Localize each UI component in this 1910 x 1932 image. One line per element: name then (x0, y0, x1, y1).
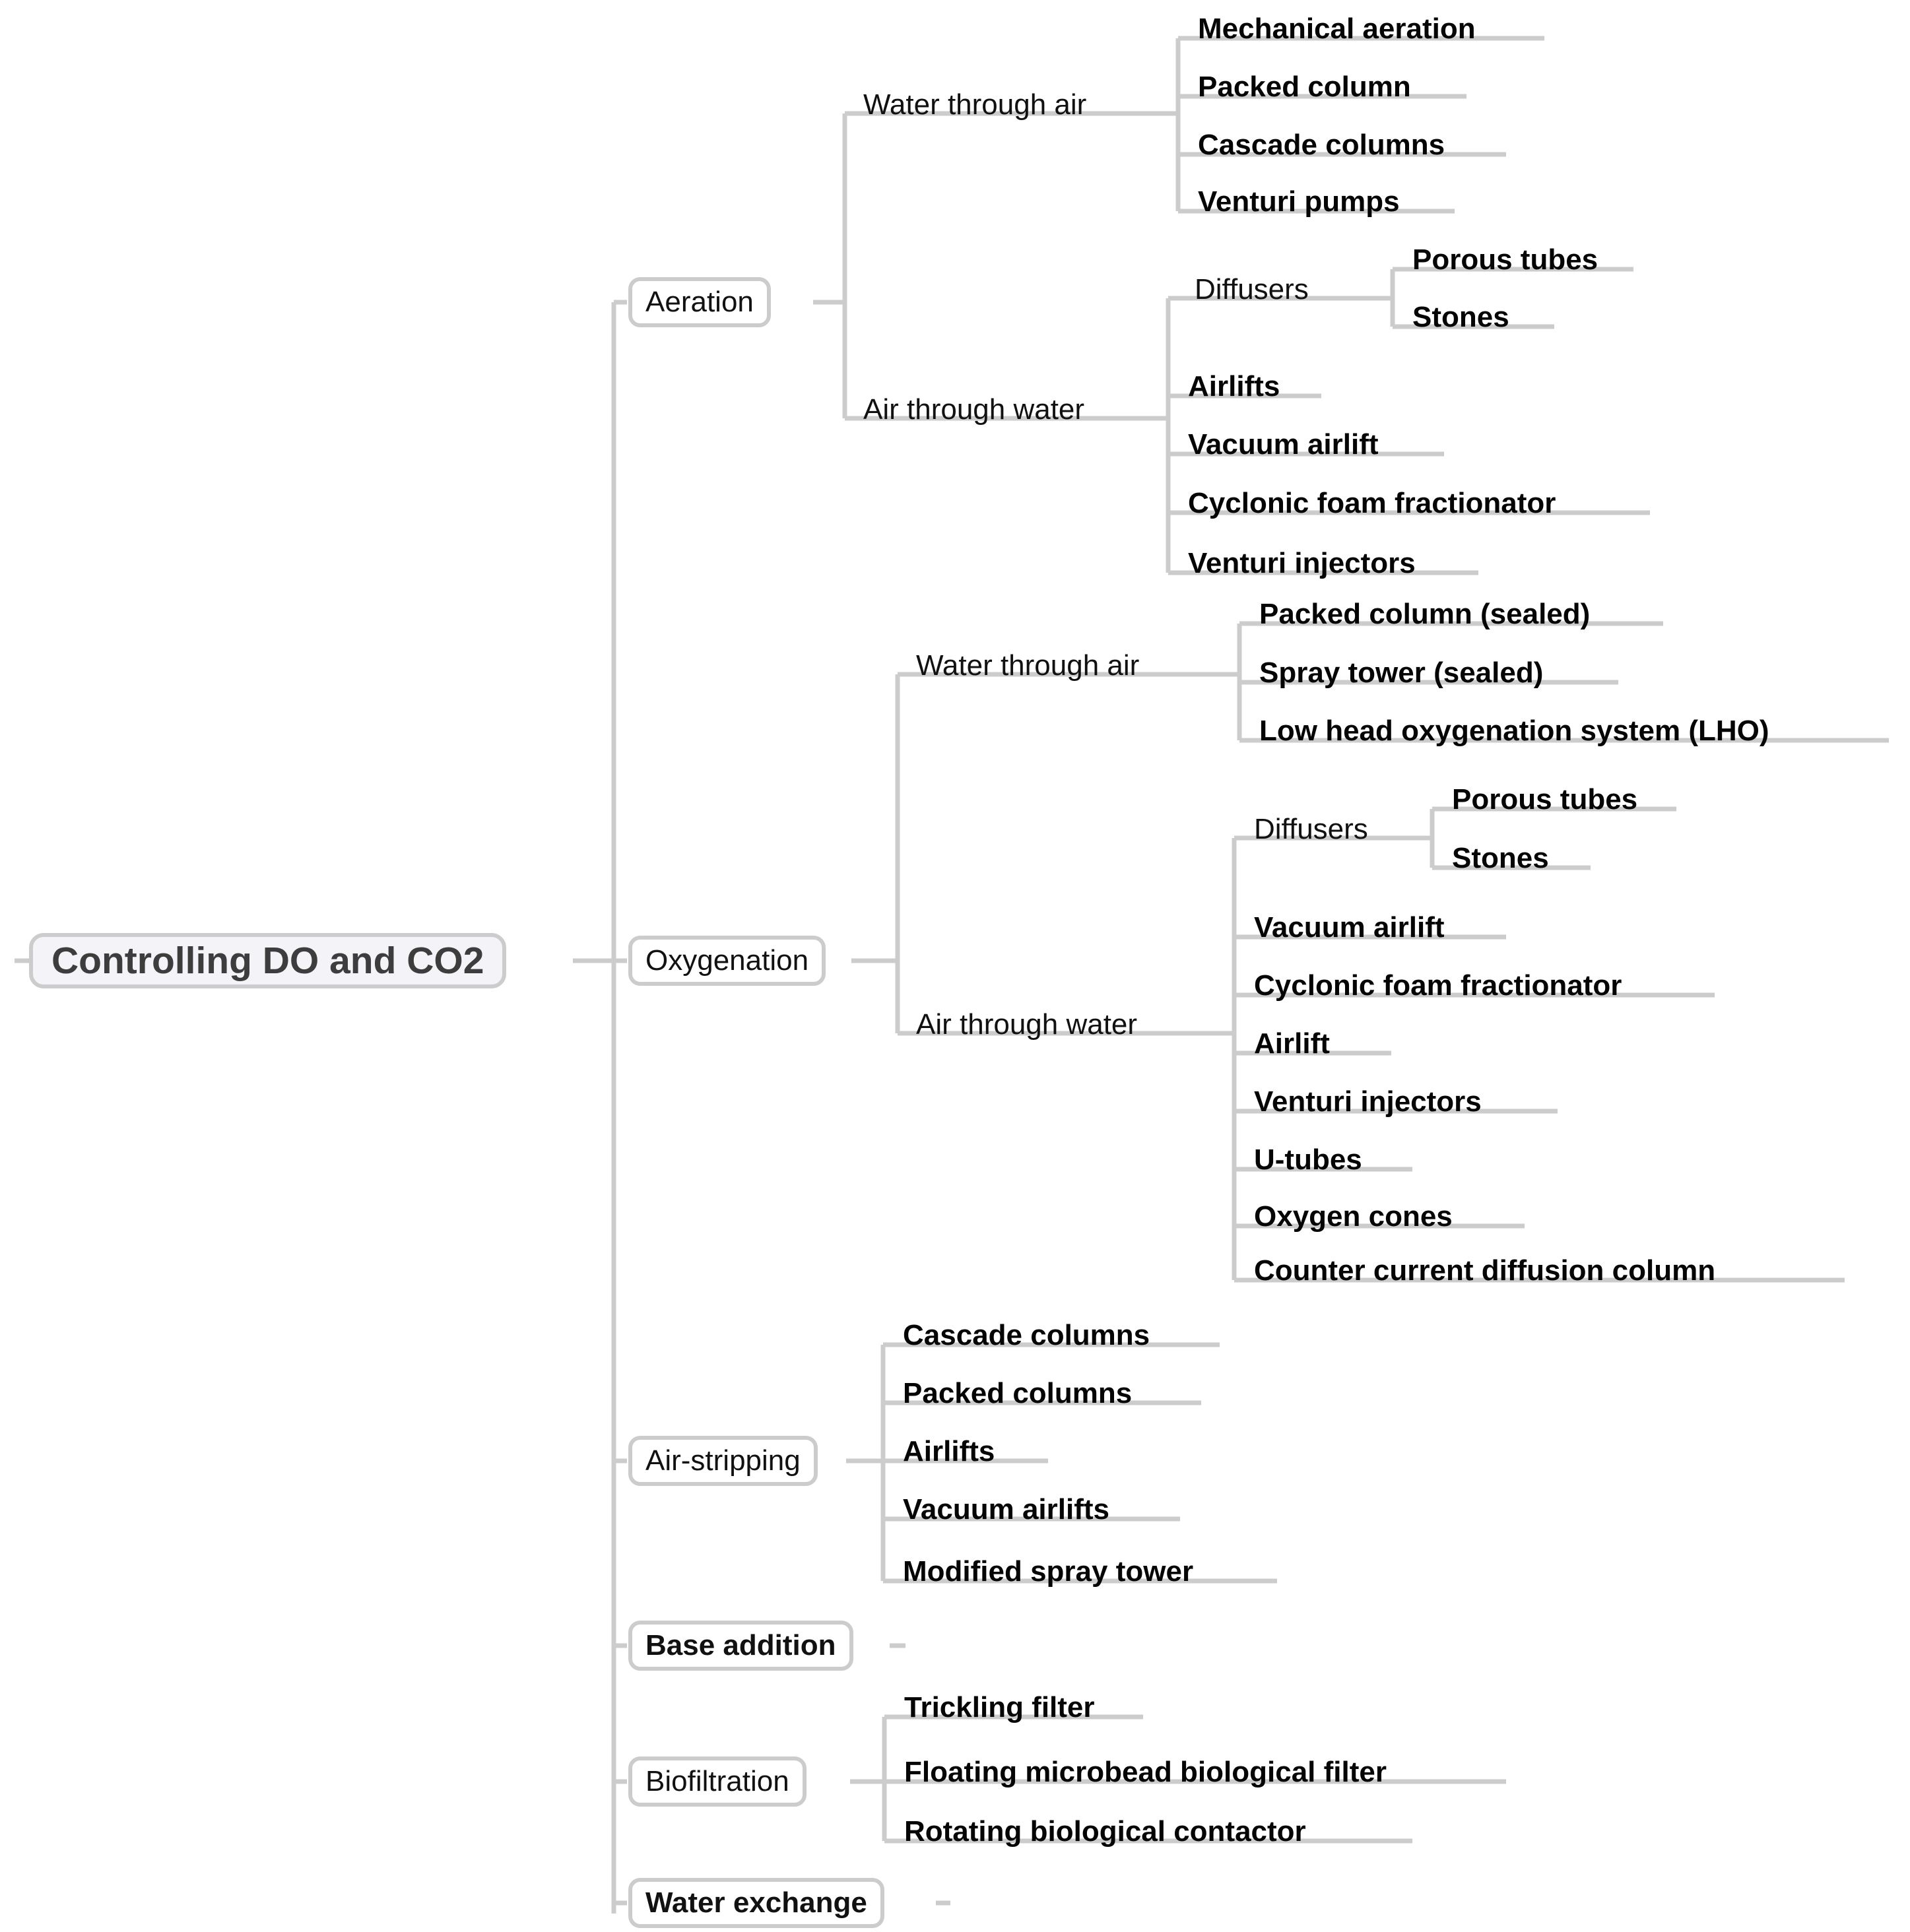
group-aeration-diffusers-label: Diffusers (1195, 273, 1309, 306)
leaf-label: Porous tubes (1412, 243, 1598, 276)
leaf-vacuum-airlift-aeration[interactable]: Vacuum airlift (1181, 426, 1385, 463)
leaf-label: Venturi injectors (1254, 1085, 1482, 1118)
branch-water-exchange-label: Water exchange (645, 1886, 867, 1919)
leaf-label: Cascade columns (1198, 129, 1445, 161)
leaf-cyclonic-foam-fractionator-oxygenation[interactable]: Cyclonic foam fractionator (1247, 967, 1628, 1004)
branch-biofiltration[interactable]: Biofiltration (628, 1756, 807, 1807)
leaf-airlifts-airstripping[interactable]: Airlifts (896, 1433, 1001, 1470)
leaf-low-head-oxygenation-system[interactable]: Low head oxygenation system (LHO) (1253, 713, 1776, 750)
branch-oxygenation-label: Oxygenation (645, 944, 809, 977)
leaf-label: Airlifts (1188, 370, 1280, 402)
group-aeration-water-through-air-label: Water through air (863, 88, 1087, 121)
branch-air-stripping[interactable]: Air-stripping (628, 1436, 818, 1486)
leaf-rotating-biological-contactor[interactable]: Rotating biological contactor (898, 1813, 1313, 1850)
leaf-cascade-columns-airstripping[interactable]: Cascade columns (896, 1317, 1156, 1354)
leaf-label: Porous tubes (1452, 783, 1638, 816)
branch-biofiltration-label: Biofiltration (645, 1765, 789, 1797)
root-label: Controlling DO and CO2 (51, 940, 484, 982)
group-oxygenation-air-through-water[interactable]: Air through water (909, 1006, 1144, 1044)
leaf-cascade-columns-aeration[interactable]: Cascade columns (1191, 127, 1451, 164)
leaf-trickling-filter[interactable]: Trickling filter (898, 1689, 1102, 1726)
leaf-label: Floating microbead biological filter (904, 1756, 1387, 1788)
leaf-label: Packed columns (903, 1377, 1133, 1409)
leaf-venturi-injectors-aeration[interactable]: Venturi injectors (1181, 545, 1422, 582)
leaf-label: Vacuum airlift (1254, 911, 1445, 944)
leaf-vacuum-airlifts-airstripping[interactable]: Vacuum airlifts (896, 1491, 1116, 1528)
leaf-label: Airlift (1254, 1027, 1330, 1060)
leaf-label: Low head oxygenation system (LHO) (1259, 715, 1769, 747)
branch-aeration-label: Aeration (645, 286, 754, 318)
leaf-u-tubes[interactable]: U-tubes (1247, 1142, 1369, 1178)
leaf-porous-tubes-oxygenation[interactable]: Porous tubes (1445, 781, 1644, 818)
leaf-label: U-tubes (1254, 1143, 1362, 1176)
leaf-label: Mechanical aeration (1198, 13, 1476, 45)
leaf-label: Packed column (sealed) (1259, 598, 1591, 630)
leaf-label: Cyclonic foam fractionator (1188, 487, 1556, 519)
leaf-label: Vacuum airlifts (903, 1493, 1110, 1526)
leaf-label: Counter current diffusion column (1254, 1254, 1716, 1287)
group-aeration-water-through-air[interactable]: Water through air (857, 86, 1093, 124)
leaf-packed-columns-airstripping[interactable]: Packed columns (896, 1375, 1138, 1412)
leaf-stones-aeration[interactable]: Stones (1406, 299, 1516, 336)
leaf-label: Stones (1412, 301, 1509, 333)
leaf-label: Stones (1452, 842, 1549, 874)
leaf-label: Spray tower (sealed) (1259, 657, 1544, 689)
group-oxygenation-air-through-water-label: Air through water (916, 1008, 1138, 1041)
group-oxygenation-diffusers[interactable]: Diffusers (1247, 810, 1375, 849)
leaf-oxygen-cones[interactable]: Oxygen cones (1247, 1198, 1459, 1235)
leaf-label: Trickling filter (904, 1691, 1095, 1723)
leaf-vacuum-airlift-oxygenation[interactable]: Vacuum airlift (1247, 909, 1451, 946)
leaf-venturi-injectors-oxygenation[interactable]: Venturi injectors (1247, 1083, 1488, 1120)
leaf-floating-microbead-biological-filter[interactable]: Floating microbead biological filter (898, 1754, 1393, 1791)
leaf-label: Venturi pumps (1198, 185, 1400, 218)
branch-base-addition-label: Base addition (645, 1629, 836, 1661)
root-node[interactable]: Controlling DO and CO2 (29, 933, 507, 988)
leaf-spray-tower-sealed[interactable]: Spray tower (sealed) (1253, 655, 1550, 692)
branch-oxygenation[interactable]: Oxygenation (628, 936, 826, 986)
group-oxygenation-water-through-air-label: Water through air (916, 649, 1140, 682)
leaf-label: Vacuum airlift (1188, 428, 1379, 461)
leaf-modified-spray-tower[interactable]: Modified spray tower (896, 1553, 1200, 1590)
leaf-label: Airlifts (903, 1435, 995, 1467)
group-aeration-air-through-water-label: Air through water (863, 393, 1085, 426)
group-aeration-air-through-water[interactable]: Air through water (857, 391, 1091, 429)
branch-air-stripping-label: Air-stripping (645, 1444, 801, 1477)
leaf-venturi-pumps[interactable]: Venturi pumps (1191, 183, 1406, 220)
branch-water-exchange[interactable]: Water exchange (628, 1878, 884, 1928)
leaf-label: Cyclonic foam fractionator (1254, 969, 1622, 1002)
leaf-airlift-oxygenation[interactable]: Airlift (1247, 1025, 1336, 1062)
leaf-label: Packed column (1198, 71, 1411, 103)
group-oxygenation-water-through-air[interactable]: Water through air (909, 647, 1146, 685)
leaf-airlifts-aeration[interactable]: Airlifts (1181, 368, 1286, 405)
leaf-label: Cascade columns (903, 1319, 1150, 1351)
leaf-mechanical-aeration[interactable]: Mechanical aeration (1191, 11, 1482, 48)
leaf-stones-oxygenation[interactable]: Stones (1445, 840, 1556, 877)
group-oxygenation-diffusers-label: Diffusers (1254, 813, 1368, 845)
leaf-label: Oxygen cones (1254, 1200, 1453, 1233)
leaf-cyclonic-foam-fractionator-aeration[interactable]: Cyclonic foam fractionator (1181, 485, 1562, 522)
branch-aeration[interactable]: Aeration (628, 277, 771, 327)
leaf-label: Venturi injectors (1188, 547, 1416, 579)
leaf-counter-current-diffusion-column[interactable]: Counter current diffusion column (1247, 1252, 1722, 1289)
leaf-packed-column[interactable]: Packed column (1191, 69, 1418, 106)
leaf-porous-tubes-aeration[interactable]: Porous tubes (1406, 242, 1604, 278)
leaf-label: Modified spray tower (903, 1555, 1194, 1588)
leaf-label: Rotating biological contactor (904, 1815, 1306, 1848)
group-aeration-diffusers[interactable]: Diffusers (1188, 271, 1315, 309)
leaf-packed-column-sealed[interactable]: Packed column (sealed) (1253, 596, 1597, 633)
branch-base-addition[interactable]: Base addition (628, 1621, 853, 1671)
